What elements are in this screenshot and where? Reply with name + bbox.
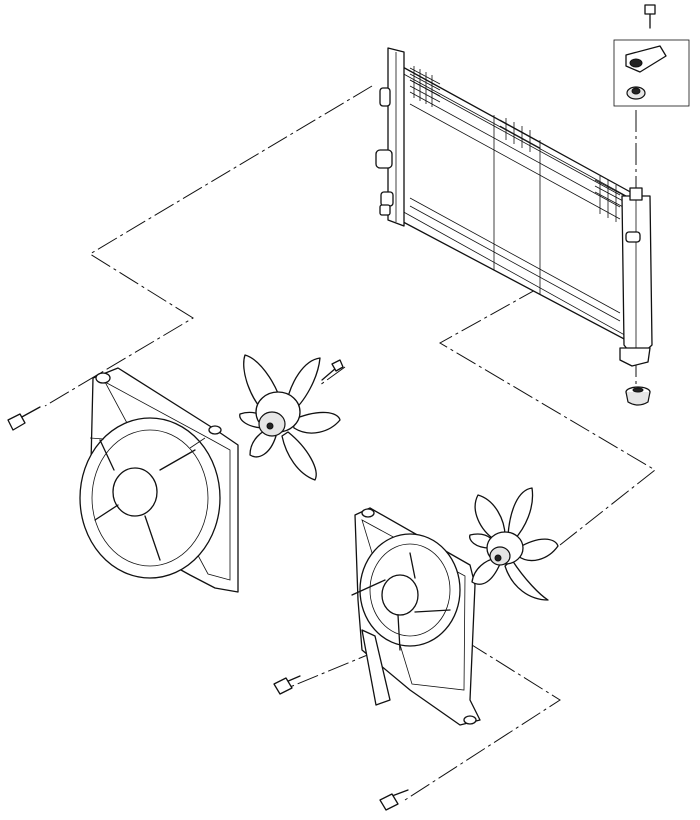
lower-mount-bushing bbox=[625, 386, 651, 406]
left-motor-bolt bbox=[321, 359, 344, 381]
left-shroud-bolt bbox=[7, 406, 41, 431]
upper-mount-bushing bbox=[626, 86, 646, 100]
detail-box bbox=[613, 39, 690, 107]
left-fan-shroud bbox=[79, 367, 239, 593]
upper-mount-group bbox=[613, 4, 690, 107]
right-fan-blade bbox=[469, 487, 559, 601]
left-fan-motor bbox=[255, 391, 301, 437]
right-shroud-bolt-lower bbox=[379, 789, 409, 811]
upper-mount-bolt bbox=[644, 4, 656, 29]
right-fan-shroud bbox=[351, 507, 481, 726]
right-shroud-bolt-upper bbox=[273, 675, 301, 695]
right-fan-motor bbox=[486, 531, 524, 566]
assembly-lines bbox=[44, 85, 656, 801]
radiator bbox=[375, 47, 653, 367]
upper-mount-bracket bbox=[625, 45, 667, 73]
